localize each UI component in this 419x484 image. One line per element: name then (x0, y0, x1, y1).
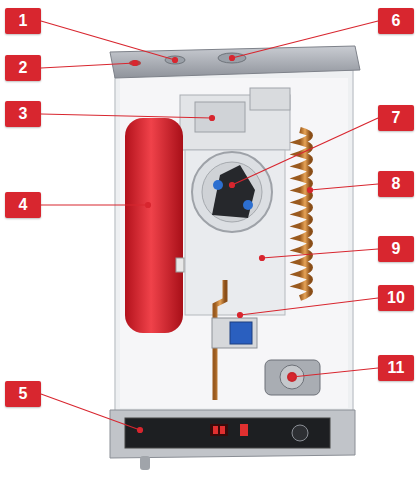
callout-number: 4 (5, 192, 41, 218)
callout-number: 2 (5, 55, 41, 81)
callout-number: 6 (378, 8, 414, 34)
callout-number: 9 (378, 236, 414, 262)
callout-number: 5 (5, 381, 41, 407)
callout-number: 11 (378, 355, 414, 381)
callout-number: 8 (378, 171, 414, 197)
leader-lines (41, 21, 378, 433)
callout-number: 7 (378, 105, 414, 131)
callout-number: 10 (378, 285, 414, 311)
callout-number: 1 (5, 8, 41, 34)
callout-number: 3 (5, 101, 41, 127)
